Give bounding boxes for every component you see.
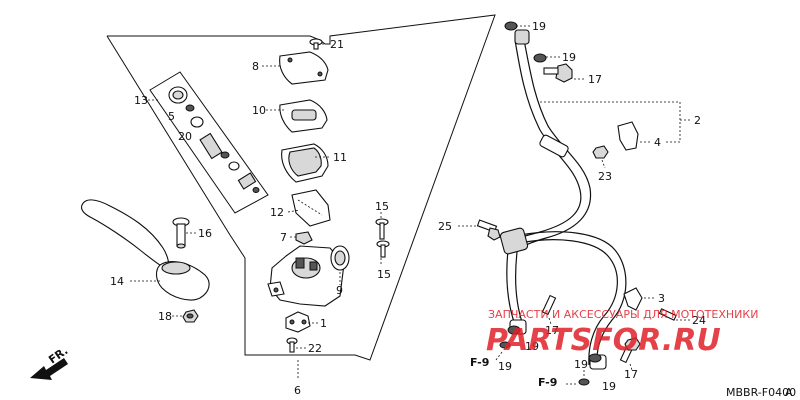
callout-25: 25 — [438, 220, 452, 233]
brake-hose-lower — [499, 227, 627, 370]
callout-18: 18 — [158, 310, 172, 323]
bolts-17-lower — [541, 294, 641, 364]
diaphragm — [281, 143, 329, 183]
diagram-code: MBBR-F0400 A — [726, 386, 796, 399]
callout-12: 12 — [270, 206, 284, 219]
callout-15-upper: 15 — [375, 200, 389, 213]
callout-13: 13 — [134, 94, 148, 107]
callout-2: 2 — [694, 114, 701, 127]
sealing-washers — [499, 21, 602, 386]
hose-clamp-4 — [617, 121, 639, 151]
callout-24: 24 — [692, 314, 706, 327]
callout-11: 11 — [333, 151, 347, 164]
callout-3: 3 — [658, 292, 665, 305]
brake-lever — [80, 199, 210, 301]
callout-16: 16 — [198, 227, 212, 240]
bolt-25 — [476, 219, 501, 241]
ref-f9-left: F-9 — [470, 356, 489, 369]
banjo-bolt-top — [543, 63, 573, 83]
callout-19-second: 19 — [562, 51, 576, 64]
callout-1: 1 — [320, 317, 327, 330]
callout-17-mid: 17 — [545, 324, 559, 337]
cap-screw — [309, 38, 323, 50]
ref-f9-right: F-9 — [538, 376, 557, 389]
callout-19-lower: 19 — [574, 358, 588, 371]
diagram-code-suffix: A — [785, 386, 793, 399]
watermark-tagline: ЗАПЧАСТИ И АКСЕССУАРЫ ДЛЯ МОТОТЕХНИКИ — [488, 308, 758, 321]
lever-pivot-bolt — [172, 217, 190, 249]
callout-19-top: 19 — [532, 20, 546, 33]
dust-boot — [330, 245, 350, 271]
holder-bolt — [286, 337, 298, 353]
callout-17-top: 17 — [588, 73, 602, 86]
diagram-code-text: MBBR-F0400 — [726, 386, 796, 399]
leader-lines — [130, 25, 690, 385]
piston-part — [199, 132, 223, 160]
master-cylinder-holder — [285, 311, 311, 333]
callout-5: 5 — [168, 110, 175, 123]
front-direction-arrow: FR. — [30, 344, 70, 380]
master-cylinder-body — [267, 245, 345, 307]
callout-15-lower: 15 — [377, 268, 391, 281]
callout-labels: 8 10 11 12 7 21 13 5 20 14 16 18 9 1 22 … — [110, 20, 706, 397]
hose-bracket-3 — [623, 287, 643, 311]
callout-23: 23 — [598, 170, 612, 183]
callout-14: 14 — [110, 275, 124, 288]
pivot-nut — [182, 309, 199, 323]
reservoir-cap — [279, 51, 329, 85]
callout-17-lower: 17 — [624, 368, 638, 381]
diaphragm-plate — [279, 99, 328, 133]
watermark: ЗАПЧАСТИ И АКСЕССУАРЫ ДЛЯ МОТОТЕХНИКИ PA… — [486, 308, 758, 358]
callout-20: 20 — [178, 130, 192, 143]
bolt-23 — [592, 145, 609, 159]
hose-clip — [295, 231, 313, 245]
callout-19-left: 19 — [498, 360, 512, 373]
callout-8: 8 — [252, 60, 259, 73]
callout-6: 6 — [294, 384, 301, 397]
callout-19-bottom: 19 — [602, 380, 616, 393]
watermark-site: PARTSFOR.RU — [486, 323, 721, 358]
mirror-bolts — [375, 218, 390, 258]
callout-19-mid: 19 — [525, 340, 539, 353]
float-plate — [291, 189, 331, 227]
brake-hose-upper — [509, 29, 592, 251]
callout-7: 7 — [280, 231, 287, 244]
callout-10: 10 — [252, 104, 266, 117]
callout-21: 21 — [330, 38, 344, 51]
callout-4: 4 — [654, 136, 661, 149]
callout-22: 22 — [308, 342, 322, 355]
bolt-24 — [658, 308, 677, 321]
callout-9: 9 — [336, 284, 343, 297]
piston-kit-group — [149, 71, 269, 214]
